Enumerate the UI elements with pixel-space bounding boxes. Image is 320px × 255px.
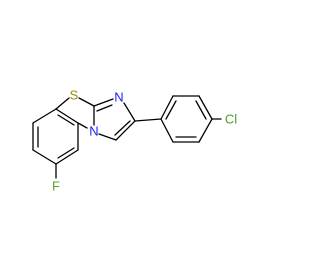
molecule-diagram: S N N F Cl xyxy=(32,88,237,194)
bond xyxy=(114,120,131,136)
bond xyxy=(57,114,75,126)
bond xyxy=(55,108,79,124)
bond xyxy=(98,133,117,141)
chlorophenyl-ring xyxy=(160,95,213,143)
chlorine-atom-label: Cl xyxy=(225,112,237,127)
bond xyxy=(32,149,57,165)
bond xyxy=(160,118,174,143)
bond xyxy=(195,100,207,120)
bond xyxy=(198,95,213,120)
bond xyxy=(134,118,162,122)
imine-nitrogen-label: N xyxy=(114,90,123,105)
structure-svg: S N N F Cl xyxy=(32,88,237,194)
bond xyxy=(123,102,136,122)
sulfur-atom-label: S xyxy=(70,88,79,103)
fluorine-atom-label: F xyxy=(52,179,60,194)
bridge-nitrogen-label: N xyxy=(89,124,98,139)
bond xyxy=(77,122,88,129)
bond xyxy=(57,147,75,159)
bond xyxy=(32,108,57,124)
bond xyxy=(55,97,70,110)
thiazole-ring xyxy=(55,97,95,129)
imidazole-ring xyxy=(93,98,136,141)
bond xyxy=(55,149,79,165)
bond xyxy=(165,100,177,120)
bond xyxy=(198,118,213,143)
bond xyxy=(78,97,95,107)
bond xyxy=(93,98,114,107)
bond xyxy=(160,95,174,120)
bond xyxy=(115,120,136,141)
benzo-ring xyxy=(32,108,79,165)
bond xyxy=(96,104,113,112)
